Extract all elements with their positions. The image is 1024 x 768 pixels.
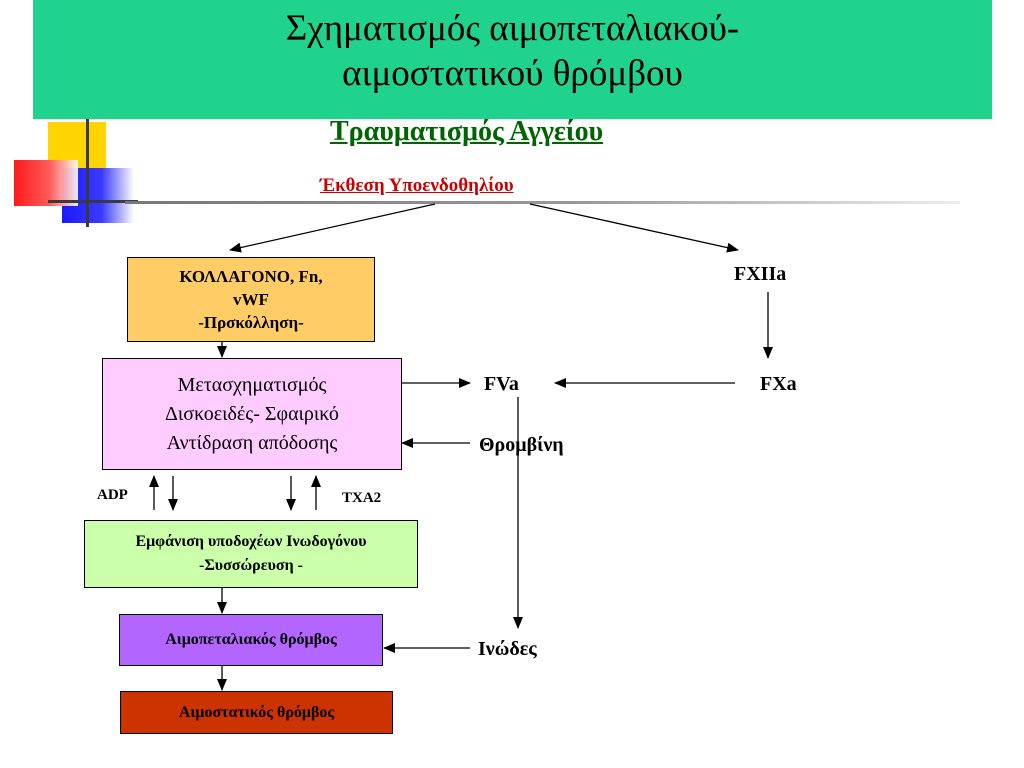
transformation-line1: Μετασχηματισμός: [177, 373, 327, 396]
title-bar: Σχηματισμός αιμοπεταλιακού- αιμοστατικού…: [33, 0, 992, 119]
fibrin-label: Ινώδες: [478, 638, 537, 660]
hemostatic-thrombus-label: Αιμοστατικός θρόμβος: [178, 703, 335, 721]
collagen-line1: ΚΟΛΛΑΓΟΝΟ, Fn,: [179, 267, 323, 286]
hemostatic-thrombus-box: Αιμοστατικός θρόμβος: [120, 691, 393, 734]
slide-title-line2: αιμοστατικού θρόμβου: [342, 53, 683, 94]
transformation-line3: Αντίδραση απόδοσης: [166, 431, 338, 454]
arrow-exposure-to-collagen: [229, 203, 436, 253]
slide-title-line1: Σχηματισμός αιμοπεταλιακού-: [285, 8, 740, 49]
transformation-box: Μετασχηματισμός Δισκοειδές- Σφαιρικό Αντ…: [102, 358, 402, 470]
fva-label: FVa: [484, 373, 519, 395]
transformation-line2: Δισκοειδές- Σφαιρικό: [165, 402, 339, 425]
fxiia-label: FXIIa: [734, 263, 787, 285]
receptors-box: Εμφάνιση υποδοχέων Ινωδογόνου -Συσσώρευσ…: [84, 520, 418, 588]
decor-vertical-line: [86, 119, 89, 227]
collagen-line2: vWF: [233, 290, 269, 309]
fxa-label: FXa: [760, 373, 797, 395]
slide-title: Σχηματισμός αιμοπεταλιακού- αιμοστατικού…: [33, 6, 992, 96]
exposure-label: Έκθεση Υποενδοθηλίου: [320, 175, 514, 196]
decor-horizontal-line: [48, 200, 138, 203]
subtitle: Τραυματισμός Αγγείου: [330, 116, 604, 147]
txa2-label: TXA2: [342, 490, 382, 506]
platelet-thrombus-box: Αιμοπεταλιακός θρόμβος: [119, 614, 383, 666]
platelet-thrombus-label: Αιμοπεταλιακός θρόμβος: [165, 631, 337, 648]
arrow-exposure-to-fxiia: [529, 203, 739, 253]
decor-red-square: [14, 160, 78, 206]
receptors-line1: Εμφάνιση υποδοχέων Ινωδογόνου: [135, 533, 367, 550]
divider-line: [125, 201, 960, 204]
collagen-box: ΚΟΛΛΑΓΟΝΟ, Fn, vWF -Πρσκόλληση-: [127, 257, 375, 342]
adp-label: ADP: [97, 487, 128, 503]
collagen-line3: -Πρσκόλληση-: [198, 313, 304, 332]
receptors-line2: -Συσσώρευση -: [198, 557, 303, 574]
thrombin-label: Θρομβίνη: [479, 434, 564, 456]
